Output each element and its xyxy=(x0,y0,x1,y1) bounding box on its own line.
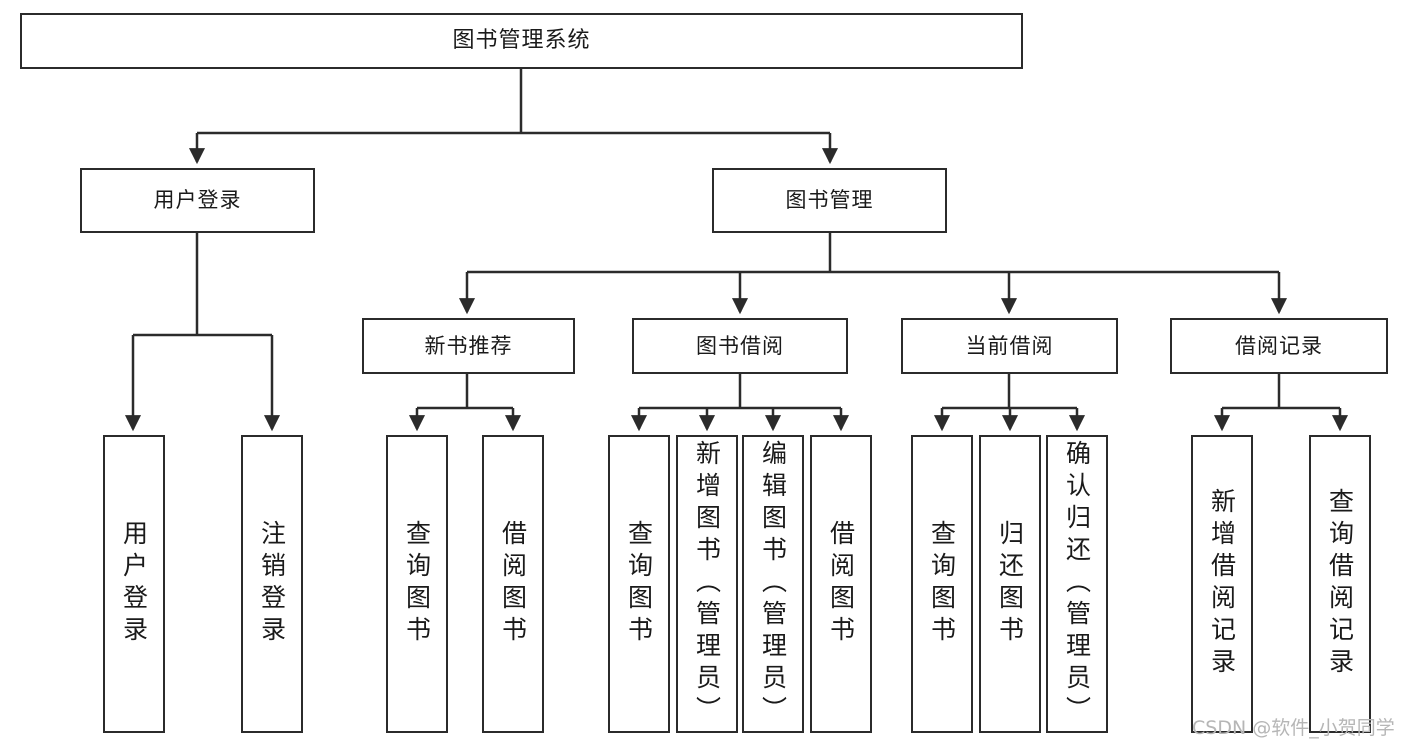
node-label: 用户登录 xyxy=(119,520,149,648)
node-label: 当前借阅 xyxy=(965,333,1054,358)
leaf-borrow-book[interactable]: 借阅图书 xyxy=(810,435,872,733)
leaf-add-book-admin[interactable]: 新增图书（管理员） xyxy=(676,435,738,733)
node-label: 确认归还（管理员） xyxy=(1062,440,1092,728)
node-label: 查询图书 xyxy=(624,520,654,648)
node-current-borrow[interactable]: 当前借阅 xyxy=(901,318,1118,374)
node-book-borrow[interactable]: 图书借阅 xyxy=(632,318,848,374)
leaf-add-borrow-record[interactable]: 新增借阅记录 xyxy=(1191,435,1253,733)
leaf-confirm-return-admin[interactable]: 确认归还（管理员） xyxy=(1046,435,1108,733)
node-label: 借阅图书 xyxy=(826,520,856,648)
node-label: 图书管理系统 xyxy=(452,28,591,54)
node-label: 查询借阅记录 xyxy=(1325,488,1355,680)
node-label: 用户登录 xyxy=(153,188,242,213)
node-label: 注销登录 xyxy=(257,520,287,648)
leaf-query-borrow-record[interactable]: 查询借阅记录 xyxy=(1309,435,1371,733)
node-label: 编辑图书（管理员） xyxy=(758,440,788,728)
node-label: 借阅记录 xyxy=(1235,333,1323,358)
node-book-management[interactable]: 图书管理 xyxy=(712,168,947,233)
node-label: 新增图书（管理员） xyxy=(692,440,722,728)
node-label: 新增借阅记录 xyxy=(1207,488,1237,680)
node-new-book-recommend[interactable]: 新书推荐 xyxy=(362,318,575,374)
leaf-return-book[interactable]: 归还图书 xyxy=(979,435,1041,733)
node-label: 图书借阅 xyxy=(696,333,784,358)
node-label: 归还图书 xyxy=(995,520,1025,648)
node-borrow-records[interactable]: 借阅记录 xyxy=(1170,318,1388,374)
node-label: 新书推荐 xyxy=(424,333,513,358)
leaf-edit-book-admin[interactable]: 编辑图书（管理员） xyxy=(742,435,804,733)
node-user-login[interactable]: 用户登录 xyxy=(80,168,315,233)
leaf-query-book-recommend[interactable]: 查询图书 xyxy=(386,435,448,733)
leaf-user-login[interactable]: 用户登录 xyxy=(103,435,165,733)
node-label: 查询图书 xyxy=(927,520,957,648)
leaf-query-book-current[interactable]: 查询图书 xyxy=(911,435,973,733)
leaf-query-book-borrow[interactable]: 查询图书 xyxy=(608,435,670,733)
leaf-borrow-book-recommend[interactable]: 借阅图书 xyxy=(482,435,544,733)
csdn-watermark: CSDN @软件_小贺同学 xyxy=(1192,717,1395,739)
leaf-logout[interactable]: 注销登录 xyxy=(241,435,303,733)
node-label: 图书管理 xyxy=(785,188,874,213)
node-root-book-management-system[interactable]: 图书管理系统 xyxy=(20,13,1023,69)
node-label: 借阅图书 xyxy=(498,520,528,648)
node-label: 查询图书 xyxy=(402,520,432,648)
